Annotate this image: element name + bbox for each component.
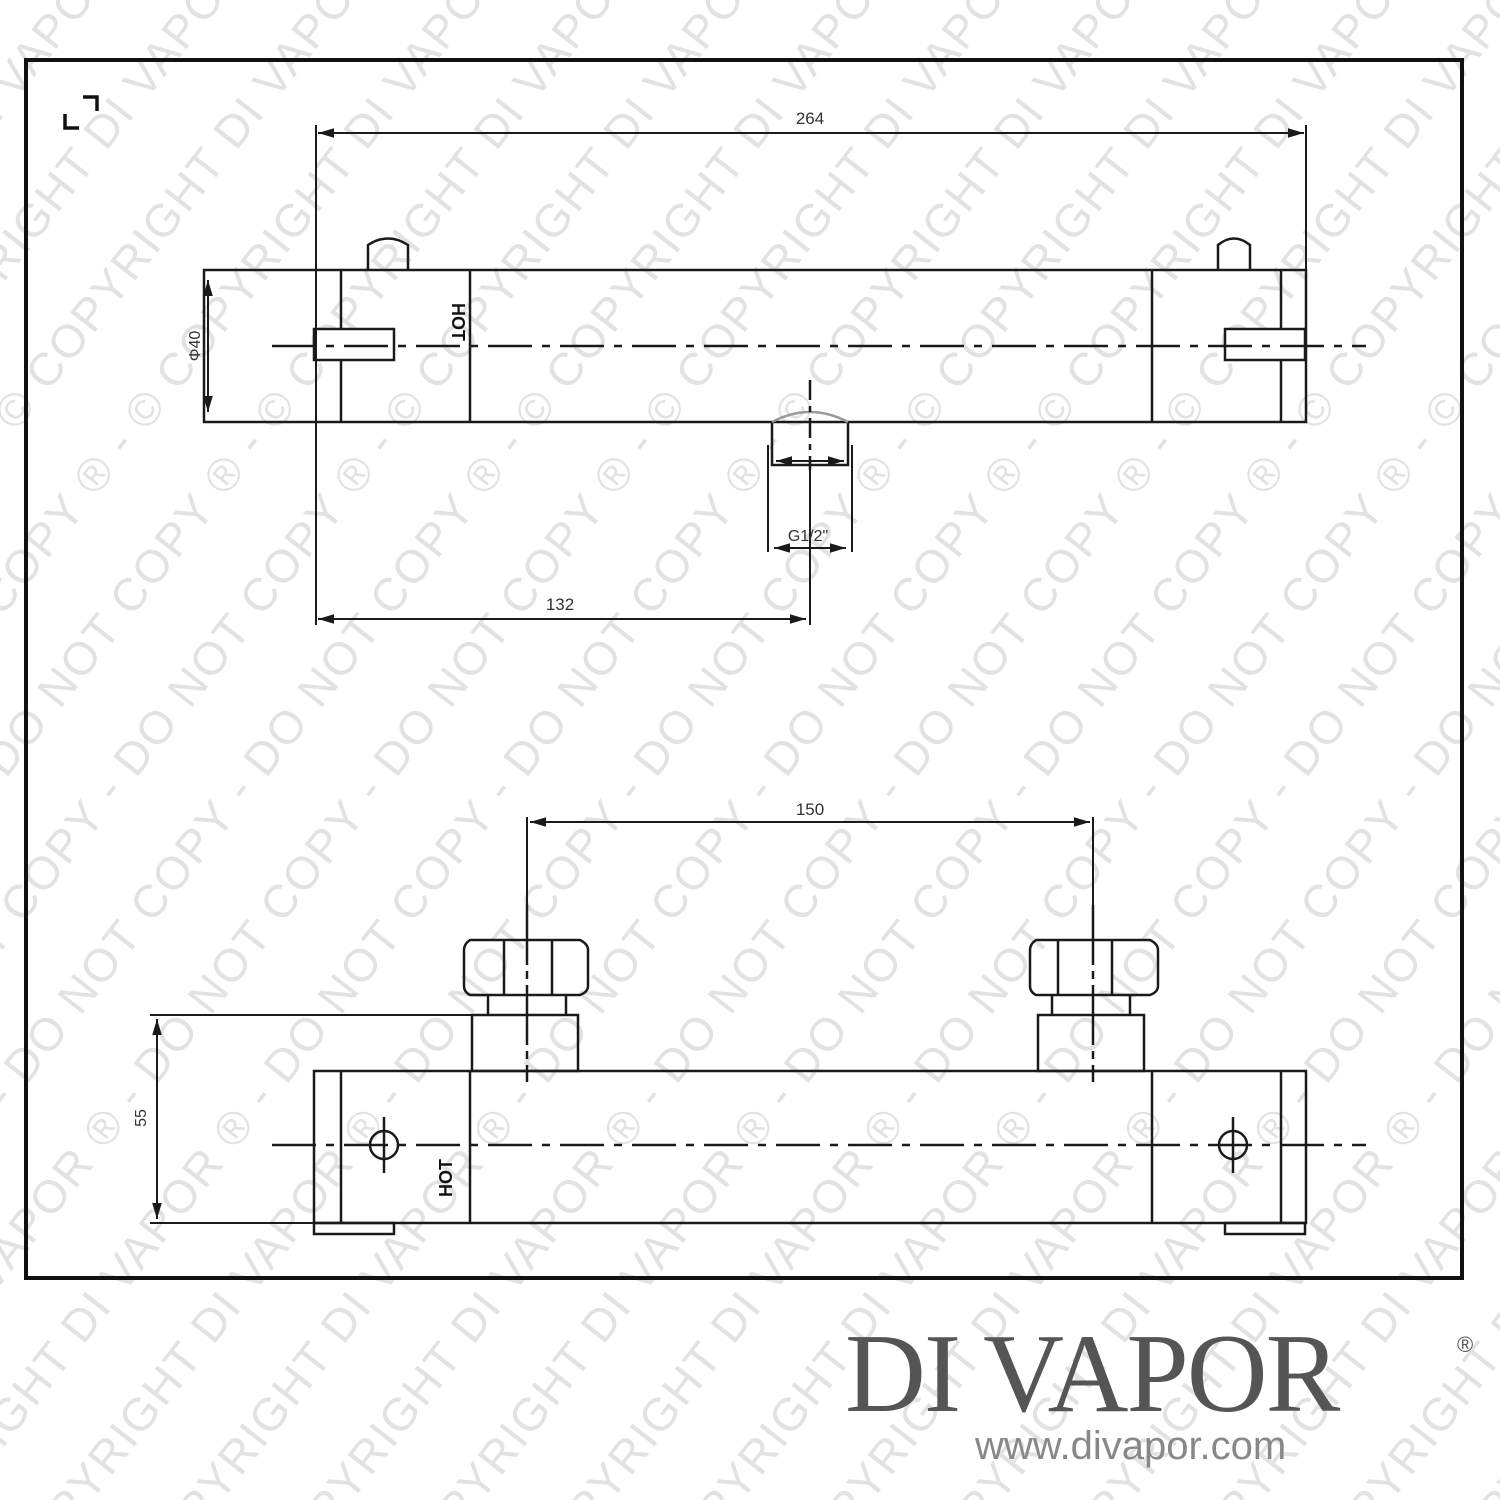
hot-marking-top: HOT <box>448 303 468 341</box>
expand-icon[interactable] <box>63 95 99 130</box>
dim-inlet-centers: 150 <box>796 800 824 819</box>
hot-marking-front: HOT <box>436 1159 456 1197</box>
brand-url[interactable]: www.divapor.com <box>975 1424 1287 1468</box>
drawing-frame <box>24 58 1464 1280</box>
dim-overall-length: 264 <box>796 109 824 128</box>
dim-diameter: Φ40 <box>187 331 204 362</box>
brand-name: DI VAPOR <box>845 1312 1340 1436</box>
top-view <box>202 237 1366 470</box>
front-view-dimensions <box>150 817 1094 1224</box>
brand-logo: DI VAPOR ® www.divapor.com <box>845 1312 1485 1468</box>
top-view-dimensions <box>203 125 1307 625</box>
dim-height: 55 <box>133 1109 150 1127</box>
dim-outlet-offset: 132 <box>546 595 574 614</box>
dim-outlet-thread: G1/2" <box>788 528 828 545</box>
front-view <box>272 905 1366 1236</box>
registered-mark: ® <box>1457 1332 1474 1357</box>
